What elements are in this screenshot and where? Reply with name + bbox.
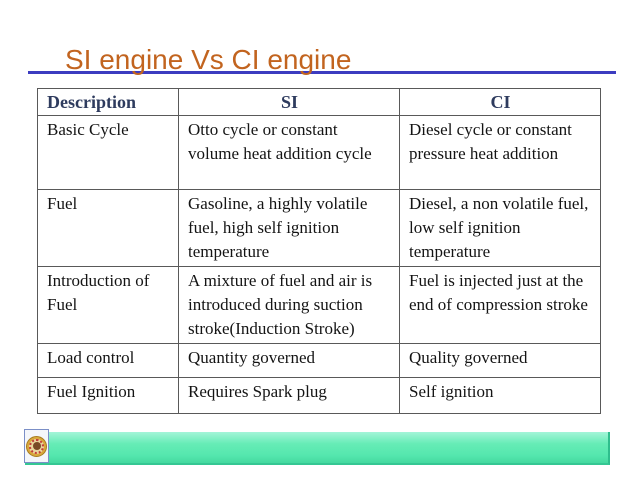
cell-ci: Diesel cycle or constant pressure heat a… <box>399 115 601 190</box>
footer-bar <box>25 432 610 465</box>
cell-si: Gasoline, a highly volatile fuel, high s… <box>178 189 400 267</box>
title-underline <box>28 71 616 74</box>
cell-si: A mixture of fuel and air is introduced … <box>178 266 400 344</box>
seal-center-icon <box>32 442 41 450</box>
cell-si: Otto cycle or constant volume heat addit… <box>178 115 400 190</box>
cell-ci: Diesel, a non volatile fuel, low self ig… <box>399 189 601 267</box>
table-header-row: Description SI CI <box>37 88 601 116</box>
cell-description: Load control <box>37 343 179 378</box>
university-seal-logo <box>24 429 49 463</box>
cell-description: Basic Cycle <box>37 115 179 190</box>
cell-ci: Quality governed <box>399 343 601 378</box>
cell-ci: Self ignition <box>399 377 601 414</box>
cell-description: Fuel Ignition <box>37 377 179 414</box>
cell-si: Quantity governed <box>178 343 400 378</box>
seal-middle-ring-icon <box>29 438 44 454</box>
cell-si: Requires Spark plug <box>178 377 400 414</box>
column-header-si: SI <box>178 88 400 116</box>
seal-outer-ring-icon <box>26 435 47 457</box>
column-header-description: Description <box>37 88 179 116</box>
cell-ci: Fuel is injected just at the end of comp… <box>399 266 601 344</box>
cell-description: Fuel <box>37 189 179 267</box>
cell-description: Introduction of Fuel <box>37 266 179 344</box>
column-header-ci: CI <box>399 88 601 116</box>
page-title: SI engine Vs CI engine <box>65 44 352 75</box>
